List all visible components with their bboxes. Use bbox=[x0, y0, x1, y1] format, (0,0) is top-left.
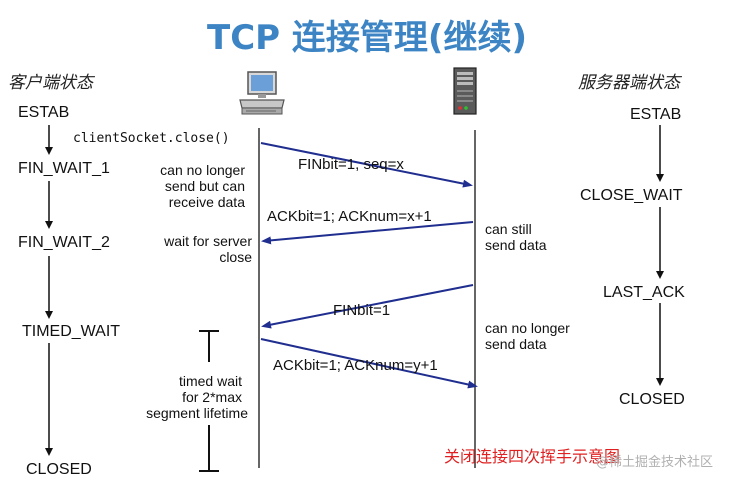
server-tower-icon bbox=[453, 67, 477, 115]
ack1-arrow bbox=[261, 221, 474, 245]
fin2-arrow bbox=[261, 284, 474, 329]
server-state-closed: CLOSED bbox=[619, 391, 685, 408]
ack2-label: ACKbit=1; ACKnum=y+1 bbox=[273, 357, 438, 374]
ack1-label: ACKbit=1; ACKnum=x+1 bbox=[267, 208, 432, 225]
client-state-header: 客户端状态 bbox=[8, 73, 93, 93]
desktop-computer-icon bbox=[239, 71, 285, 115]
ack2-arrow bbox=[260, 338, 478, 389]
server-state-header: 服务器端状态 bbox=[578, 73, 680, 93]
client-close-call: clientSocket.close() bbox=[73, 131, 230, 146]
fin1-label: FINbit=1, seq=x bbox=[298, 156, 404, 173]
client-state-estab: ESTAB bbox=[18, 104, 70, 121]
note-fin-wait-1: can no longer send but can receive data bbox=[160, 162, 245, 210]
note-timed-wait: timed wait for 2*max segment lifetime bbox=[146, 373, 248, 421]
client-state-timed-wait: TIMED_WAIT bbox=[22, 323, 121, 340]
server-state-estab: ESTAB bbox=[630, 106, 682, 123]
server-state-last-ack: LAST_ACK bbox=[603, 284, 685, 301]
note-server-still-send: can still send data bbox=[485, 221, 547, 253]
watermark: @稀土掘金技术社区 bbox=[596, 455, 714, 470]
page-title: TCP 连接管理(继续) bbox=[207, 18, 527, 58]
diagram-caption: 关闭连接四次挥手示意图 bbox=[444, 447, 621, 466]
client-state-fin-wait-2: FIN_WAIT_2 bbox=[18, 234, 110, 251]
client-state-closed: CLOSED bbox=[26, 461, 92, 478]
fin2-label: FINbit=1 bbox=[333, 302, 391, 319]
client-state-fin-wait-1: FIN_WAIT_1 bbox=[18, 160, 110, 177]
server-state-close-wait: CLOSE_WAIT bbox=[580, 187, 683, 204]
note-server-no-longer: can no longer send data bbox=[485, 320, 570, 352]
fin1-arrow bbox=[260, 142, 473, 188]
note-fin-wait-2: wait for server close bbox=[164, 233, 252, 265]
